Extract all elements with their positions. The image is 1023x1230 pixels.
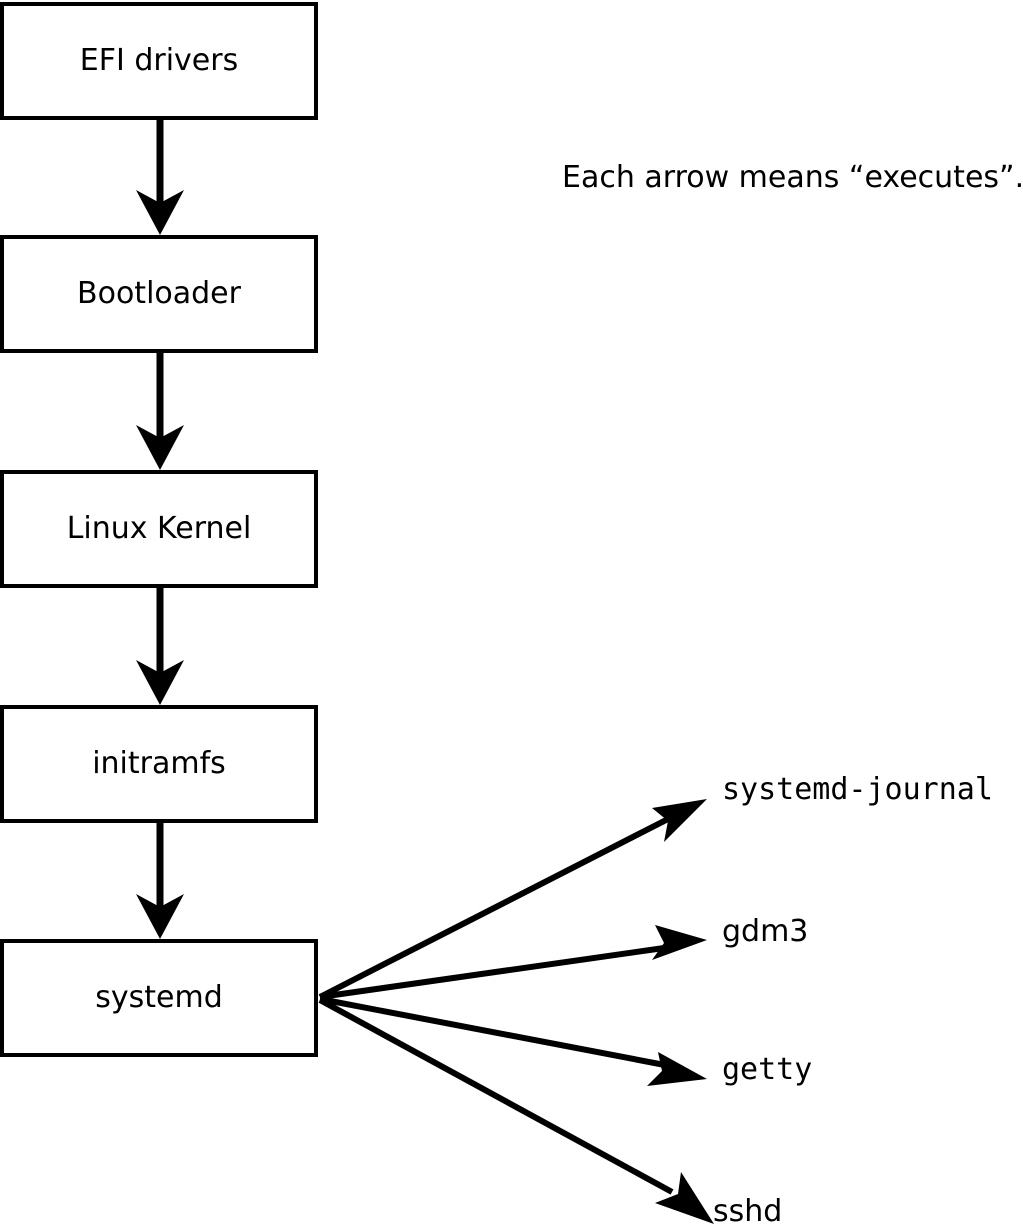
- node-label-efi-drivers: EFI drivers: [79, 43, 239, 78]
- node-box-efi-drivers: EFI drivers: [0, 2, 318, 120]
- arrow-systemd-to-sshd: [318, 997, 714, 1224]
- arrow-linux-kernel-to-initramfs: [136, 588, 184, 705]
- arrow-systemd-to-gdm3: [319, 925, 707, 1000]
- leaf-label-systemd-journal: systemd-journal: [722, 772, 993, 807]
- arrow-efi-drivers-to-bootloader: [136, 120, 184, 235]
- leaf-label-getty: getty: [722, 1052, 813, 1087]
- node-box-linux-kernel: Linux Kernel: [0, 470, 318, 588]
- node-box-initramfs: initramfs: [0, 705, 318, 823]
- arrow-initramfs-to-systemd: [136, 823, 184, 939]
- legend-note: Each arrow means “executes”.: [562, 160, 1023, 195]
- node-label-systemd: systemd: [95, 980, 223, 1015]
- arrow-bootloader-to-linux-kernel: [136, 353, 184, 470]
- node-label-bootloader: Bootloader: [77, 276, 241, 311]
- node-label-initramfs: initramfs: [92, 746, 226, 781]
- arrow-systemd-to-systemd-journal: [318, 799, 707, 1000]
- leaf-label-sshd: sshd: [713, 1194, 783, 1229]
- node-box-systemd: systemd: [0, 939, 318, 1057]
- node-label-linux-kernel: Linux Kernel: [66, 511, 252, 546]
- arrow-systemd-to-getty: [319, 996, 707, 1086]
- leaf-label-gdm3: gdm3: [722, 914, 809, 949]
- node-box-bootloader: Bootloader: [0, 235, 318, 353]
